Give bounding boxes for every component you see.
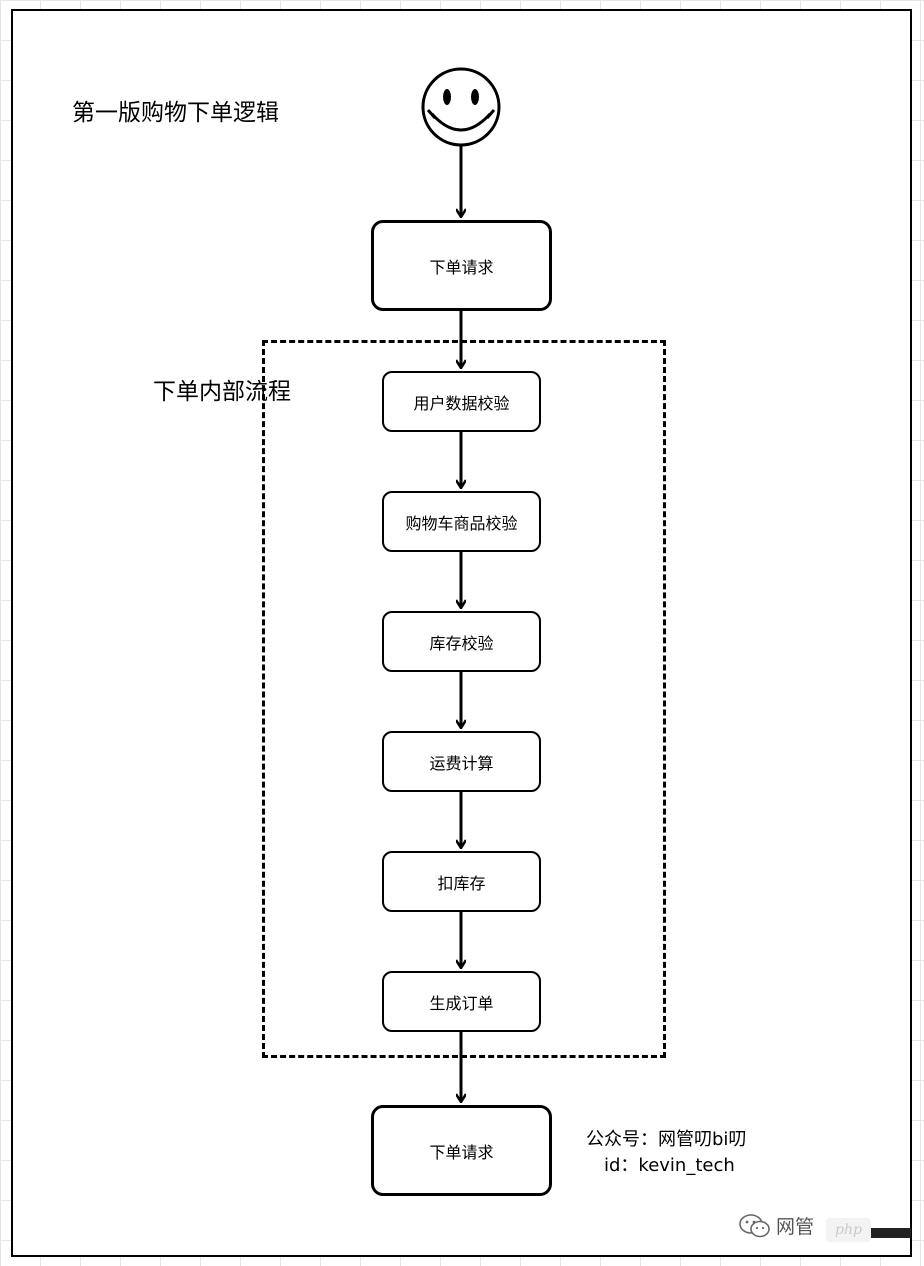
group-label: 下单内部流程 bbox=[153, 379, 291, 405]
node-cart-item-check: 购物车商品校验 bbox=[382, 491, 541, 552]
node-stock-check: 库存校验 bbox=[382, 611, 541, 672]
wechat-icon bbox=[739, 1213, 770, 1237]
diagram-title: 第一版购物下单逻辑 bbox=[72, 100, 279, 126]
node-order-request-bottom: 下单请求 bbox=[371, 1105, 552, 1196]
wechat-tag: 网管 bbox=[738, 1212, 814, 1239]
internal-process-group bbox=[262, 340, 666, 1058]
node-create-order: 生成订单 bbox=[382, 971, 541, 1032]
node-shipping-calc: 运费计算 bbox=[382, 731, 541, 792]
watermark-id: id：kevin_tech bbox=[604, 1155, 735, 1176]
node-deduct-stock: 扣库存 bbox=[382, 851, 541, 912]
node-order-request-top: 下单请求 bbox=[371, 220, 552, 311]
author-watermark: 公众号：网管叨bi叨 id：kevin_tech bbox=[586, 1127, 746, 1179]
smiley-face-icon bbox=[421, 67, 501, 147]
node-user-data-check: 用户数据校验 bbox=[382, 371, 541, 432]
wechat-tag-text: 网管 bbox=[776, 1216, 815, 1238]
dark-bar bbox=[871, 1228, 911, 1238]
php-badge: php bbox=[826, 1218, 871, 1242]
watermark-account: 公众号：网管叨bi叨 bbox=[586, 1129, 747, 1150]
